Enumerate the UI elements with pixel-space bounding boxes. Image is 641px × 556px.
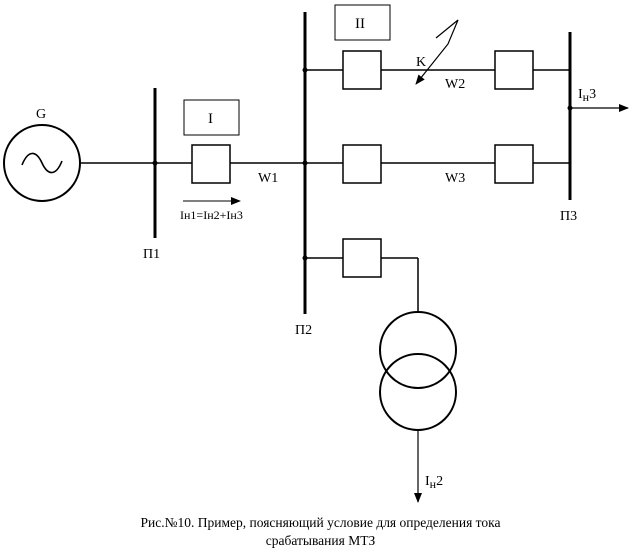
generator: G xyxy=(3,107,81,202)
breaker-w2-start xyxy=(342,50,382,90)
bus-p1-label: П1 xyxy=(143,247,160,262)
line-w3-label: W3 xyxy=(445,171,465,186)
formula-plus: + xyxy=(220,208,227,222)
breaker-w3-start xyxy=(342,144,382,184)
transformer-secondary-winding xyxy=(379,353,457,431)
formula-eq: = xyxy=(196,208,203,222)
transformer-primary-winding xyxy=(379,311,457,389)
breaker-w3-end xyxy=(494,144,534,184)
fault-lightning-icon xyxy=(415,19,459,85)
figure-caption: Рис.№10. Пример, поясняющий условие для … xyxy=(0,514,641,550)
formula-in1: Iн1 xyxy=(180,208,196,222)
line-w2-label: W2 xyxy=(445,77,465,92)
load-in3-label: Iн3 xyxy=(578,87,596,104)
formula-in3: Iн3 xyxy=(226,208,242,222)
line-w1-label: W1 xyxy=(258,171,278,186)
bus-p2-label: П2 xyxy=(295,323,312,338)
current-balance-formula: Iн1=Iн2+Iн3 xyxy=(180,208,243,222)
formula-in2: Iн2 xyxy=(203,208,219,222)
breaker-transformer xyxy=(342,238,382,278)
generator-label: G xyxy=(36,107,46,122)
protection-2-box xyxy=(334,4,391,41)
generator-sine-icon xyxy=(21,152,63,174)
protection-1-label: I xyxy=(208,111,213,127)
protection-2-label: II xyxy=(355,16,365,32)
caption-line-2: срабатывания МТЗ xyxy=(265,533,376,548)
single-line-diagram: G П1 W1 I Iн1=Iн2+Iн3 П2 II W2 K W3 П3 I… xyxy=(3,4,629,503)
load-in2-label: Iн2 xyxy=(425,474,443,491)
caption-line-1: Рис.№10. Пример, поясняющий условие для … xyxy=(140,515,501,530)
breaker-w2-end xyxy=(494,50,534,90)
breaker-w1 xyxy=(191,144,231,184)
transformer xyxy=(379,311,457,431)
fault-label: K xyxy=(416,55,426,70)
protection-1-box xyxy=(183,99,240,136)
bus-p3-label: П3 xyxy=(560,209,577,224)
